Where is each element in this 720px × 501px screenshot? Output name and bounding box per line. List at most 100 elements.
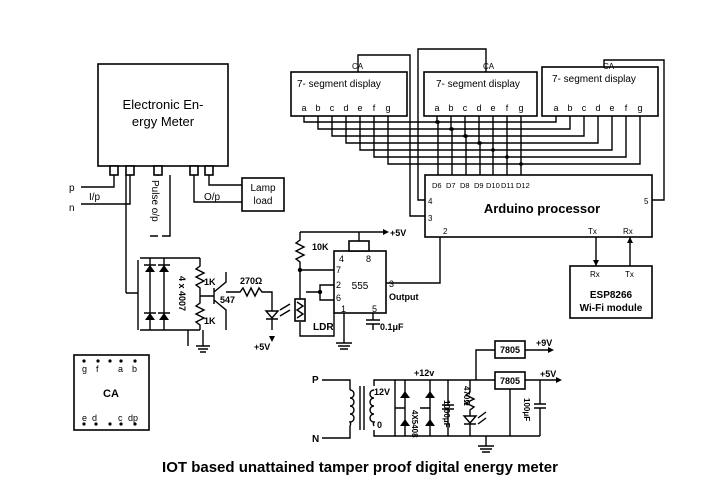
capacitor-1000uf xyxy=(442,380,454,436)
timer-pin-6: 6 xyxy=(336,293,341,303)
timer-pin-4: 4 xyxy=(339,254,344,264)
resistor-1k-label-2: 1K xyxy=(204,316,216,326)
segment-bus-wire xyxy=(345,116,599,144)
ca-pin-dot xyxy=(82,422,86,426)
meter-terminal xyxy=(189,165,199,176)
arduino-pin-d9: D9 xyxy=(474,181,484,190)
bridge-rails xyxy=(140,257,190,331)
segment-bus xyxy=(303,116,641,175)
display-title: 7- segment display xyxy=(436,79,520,90)
transistor-label: 547 xyxy=(220,295,235,305)
psu-led xyxy=(462,415,478,425)
psu-bridge-diodes xyxy=(400,391,435,426)
timer-output-label: Output xyxy=(389,292,419,302)
segment-label: e xyxy=(490,103,495,113)
arduino-pin-d7: D7 xyxy=(446,181,456,190)
segment-bus-wire xyxy=(331,116,585,137)
arduino-processor: Arduino processor D6 D7 D8 D9 D10 D11 D1… xyxy=(424,174,653,238)
meter-terminal xyxy=(153,165,163,176)
pulse-wire xyxy=(157,175,171,237)
psu-ground xyxy=(478,436,494,453)
capacitor-label: 0.1μF xyxy=(380,322,404,332)
psu-secondary-0: 0 xyxy=(377,420,382,430)
diode-bars xyxy=(144,264,170,314)
segment-label: g xyxy=(637,103,642,113)
segment-label: c xyxy=(582,103,587,113)
timer-chip-label: 555 xyxy=(352,281,369,292)
arduino-title: Arduino processor xyxy=(484,201,600,216)
arduino-pin-d8: D8 xyxy=(460,181,470,190)
segment-label: f xyxy=(506,103,509,113)
ca-pin-top-label: a xyxy=(118,364,123,374)
arduino-pin-d10: D10 xyxy=(486,181,500,190)
junction-dot xyxy=(491,148,495,152)
arduino-rx-label: Rx xyxy=(623,227,633,236)
timer-plus5v-label: +5V xyxy=(390,228,406,238)
segment-label: d xyxy=(595,103,600,113)
display-ca-wire xyxy=(357,54,425,217)
psu-plus12-label: +12v xyxy=(414,368,434,378)
transformer-secondary xyxy=(369,389,376,427)
bridge-label: 4 x 4007 xyxy=(177,276,187,311)
capacitor-100uf-label: 100μF xyxy=(522,398,531,421)
mains-wires xyxy=(322,379,351,439)
psu-bridge-rails xyxy=(395,379,455,437)
display-1: 7- segment display CA a b c d e f g xyxy=(290,54,425,217)
esp8266-module: Rx Tx ESP8266 Wi-Fi module xyxy=(569,237,653,319)
ca-pin-bottom-label: c xyxy=(118,413,123,423)
ca-pin-bottom-label: d xyxy=(92,413,97,423)
segment-bus-wire xyxy=(359,116,613,151)
segment-label: f xyxy=(373,103,376,113)
ca-pin-dot xyxy=(119,422,123,426)
input-wires xyxy=(81,175,131,205)
capacitor-1000uf-label: 1000μF xyxy=(442,400,451,428)
display-box xyxy=(541,66,659,117)
ca-pin-dot xyxy=(96,359,100,363)
pulse-output-label: Pulse o/p xyxy=(149,180,160,222)
segment-label: a xyxy=(434,103,439,113)
psu-p-label: P xyxy=(312,375,319,386)
segment-label: g xyxy=(518,103,523,113)
ldr-body xyxy=(294,298,306,322)
psu-led-wires xyxy=(464,411,487,436)
segment-label: e xyxy=(357,103,362,113)
junction-dot xyxy=(519,162,523,166)
junction-dot xyxy=(478,141,482,145)
output-wires xyxy=(193,175,242,203)
terminal-op-label: O/p xyxy=(204,192,221,203)
esp-title-line1: ESP8266 xyxy=(590,290,633,301)
led-light-rays xyxy=(279,303,291,317)
meter-terminal xyxy=(204,165,214,176)
ca-pin-title: CA xyxy=(103,388,119,400)
resistor-270-label: 270Ω xyxy=(240,276,262,286)
terminal-ip-label: I/p xyxy=(89,192,101,203)
energy-meter-title-line2: ergy Meter xyxy=(132,114,195,129)
ca-pin-top-label: g xyxy=(82,364,87,374)
transformer-core xyxy=(359,386,365,430)
segment-label: c xyxy=(463,103,468,113)
ca-pin-bottom-label: e xyxy=(82,413,87,423)
segment-bus-wire xyxy=(387,116,641,165)
segment-label: c xyxy=(330,103,335,113)
ca-pin-dot xyxy=(108,422,112,426)
segment-label: f xyxy=(625,103,628,113)
terminal-p-label: p xyxy=(69,183,75,194)
plus5v-arrow xyxy=(269,336,275,342)
timer-555: 555 4 8 7 2 6 1 5 3 +5V 10K LDR 0.1μF Ou… xyxy=(294,228,441,350)
ca-pin-box xyxy=(73,354,150,431)
led-wires xyxy=(266,304,278,330)
psu-secondary-12v: 12V xyxy=(374,387,390,397)
junction-dot xyxy=(464,134,468,138)
timer-supply-wire xyxy=(300,231,383,241)
ldr-zigzag xyxy=(295,301,305,319)
ca-pin-bottom-label: dp xyxy=(128,413,138,423)
display-3: 7- segment display CA a b c d e f g xyxy=(541,59,665,201)
timer-ground xyxy=(336,313,352,350)
display-ca-wire xyxy=(417,48,487,201)
resistor-wires xyxy=(187,257,200,346)
display-box xyxy=(423,71,538,117)
sensor-ground xyxy=(196,330,210,353)
arduino-pin-d11: D11 xyxy=(501,181,514,190)
psu-plus9-label: +9V xyxy=(536,338,552,348)
